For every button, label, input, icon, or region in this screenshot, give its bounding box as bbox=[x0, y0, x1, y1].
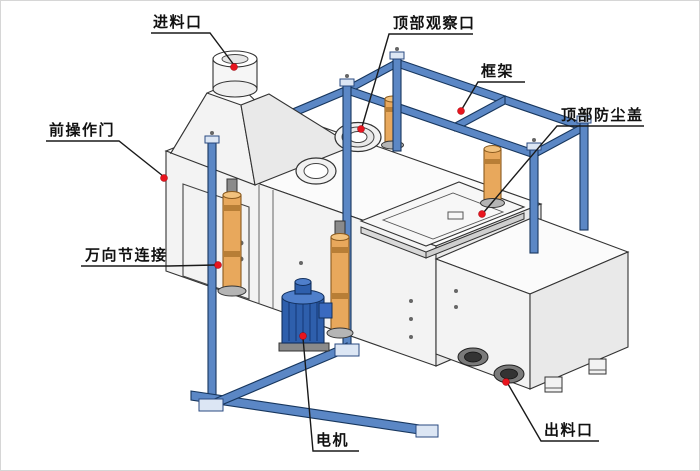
universal-joint-front bbox=[217, 178, 247, 297]
discharge-box bbox=[434, 216, 630, 393]
frame-post-front-left bbox=[207, 142, 217, 402]
frame-posts bbox=[204, 47, 592, 402]
frame-post-back-right bbox=[579, 122, 589, 231]
label-frame: 框架 bbox=[481, 63, 515, 80]
callout-dot-front-door bbox=[160, 174, 168, 182]
label-front-door: 前操作门 bbox=[49, 122, 116, 139]
discharge-right bbox=[529, 251, 629, 390]
label-outlet: 出料口 bbox=[544, 422, 594, 439]
discharge-foot-2 bbox=[588, 358, 607, 375]
callout-dots bbox=[160, 63, 510, 386]
discharge-nozzle-1 bbox=[457, 347, 489, 367]
label-universal-joint: 万向节连接 bbox=[85, 247, 168, 264]
feed-inlet-cylinder bbox=[212, 50, 258, 98]
motor-junction-box bbox=[318, 302, 333, 319]
callout-dot-universal-joint bbox=[214, 261, 222, 269]
callout-dot-outlet bbox=[502, 378, 510, 386]
callout-dot-feed-inlet bbox=[230, 63, 238, 71]
callout-dot-dust-cover bbox=[478, 210, 486, 218]
top-dust-cover bbox=[359, 181, 526, 259]
frame-post-back bbox=[392, 58, 402, 152]
dust-cover-handle bbox=[447, 211, 464, 220]
leader-lines bbox=[46, 32, 644, 452]
discharge-foot-1 bbox=[544, 376, 563, 393]
base-beam-left bbox=[211, 342, 348, 410]
callout-dot-observation-port bbox=[357, 125, 365, 133]
label-motor: 电机 bbox=[316, 432, 350, 449]
frame-post-front-right bbox=[529, 149, 539, 254]
label-dust-cover: 顶部防尘盖 bbox=[561, 107, 644, 124]
observation-port-1 bbox=[295, 157, 337, 185]
universal-joint-top-right bbox=[480, 145, 505, 208]
frame-beam-right-cross bbox=[533, 122, 585, 159]
universal-joint-middle bbox=[326, 220, 354, 339]
callout-dot-frame bbox=[457, 107, 465, 115]
label-observation-port: 顶部观察口 bbox=[393, 15, 476, 32]
callout-dot-motor bbox=[299, 332, 307, 340]
base-frame bbox=[190, 342, 439, 438]
label-feed-inlet: 进料口 bbox=[153, 14, 203, 31]
